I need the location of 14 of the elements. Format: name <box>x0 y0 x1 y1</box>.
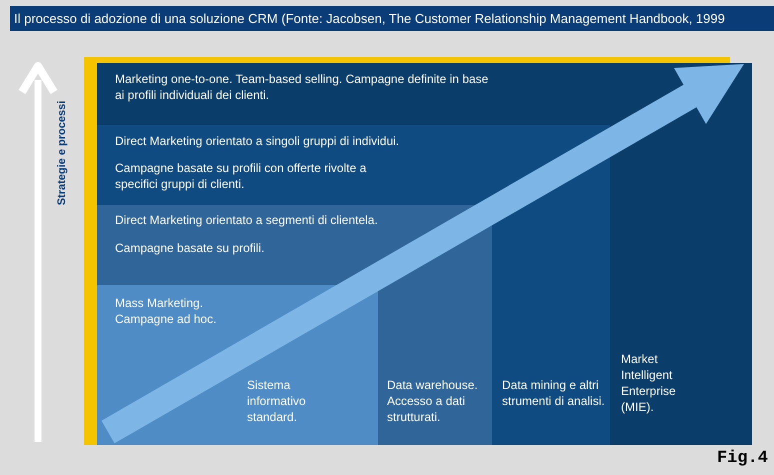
row-text: Mass Marketing. Campagne ad hoc. <box>115 295 218 327</box>
title-bar: Il processo di adozione di una soluzione CRM (Fonte: Jacobsen, The Customer Relationship Management Handbook, 1999 <box>10 6 774 31</box>
row-text: Campagne basate su profili. <box>115 240 266 256</box>
column-text: Market Intelligent Enterprise (MIE). <box>621 351 677 415</box>
row-text: Direct Marketing orientato a segmenti di clientela. <box>115 212 379 228</box>
column-text: Sistema informativo standard. <box>247 377 307 425</box>
column-text: Data mining e altri strumenti di analisi. <box>502 377 606 409</box>
row-text: Direct Marketing orientato a singoli gruppi di individui. <box>115 133 400 149</box>
row-text: Campagne basate su profili con offerte rivolte a specifici gruppi di clienti. <box>115 160 368 192</box>
row-text: Marketing one-to-one. Team-based selling. Campagne definite in base ai profili individuali dei clienti. <box>115 71 490 103</box>
axis-label: Strategie e processi <box>55 100 69 208</box>
figure-label: Fig.4 <box>716 449 768 469</box>
level-band <box>97 125 610 445</box>
column-text: Data warehouse. Accesso a dati strutturati. <box>387 377 479 425</box>
